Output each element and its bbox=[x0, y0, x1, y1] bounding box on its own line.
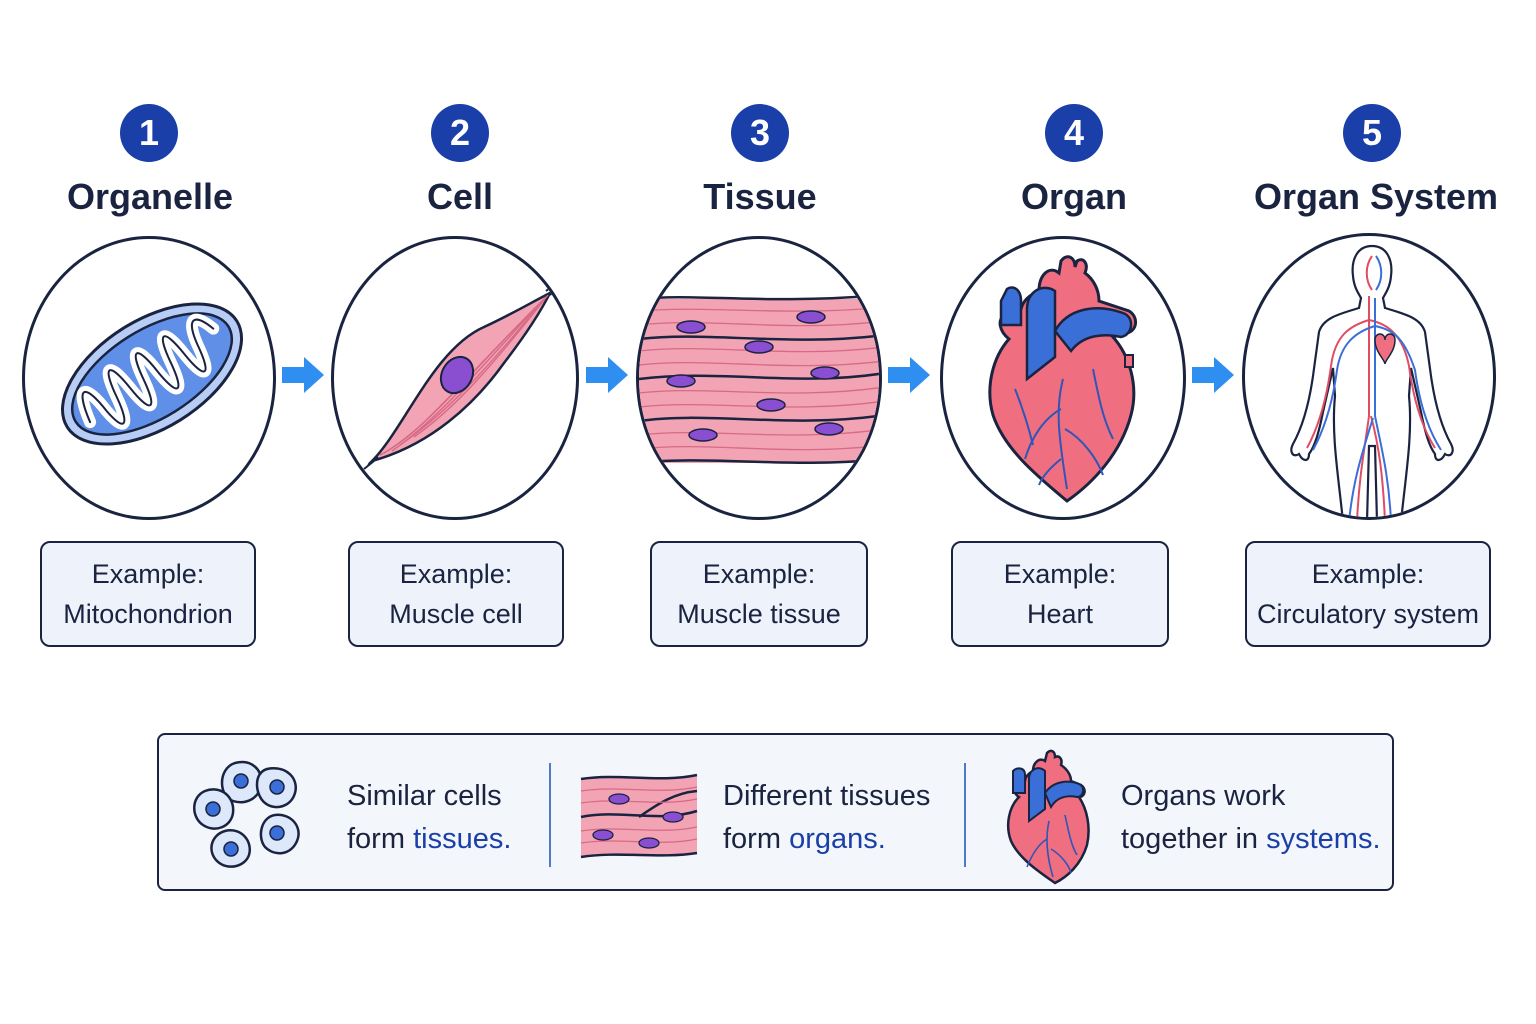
cell-circle bbox=[331, 236, 579, 520]
summary-line: form organs. bbox=[723, 818, 930, 861]
step-number-1: 1 bbox=[120, 104, 178, 162]
example-label: Example: bbox=[1311, 559, 1425, 589]
summary-text-tissues: Different tissues form organs. bbox=[723, 775, 930, 861]
example-value: Heart bbox=[1026, 599, 1094, 629]
example-label: Example: bbox=[1003, 559, 1117, 589]
stage-title-tissue: Tissue bbox=[703, 176, 817, 217]
muscle-cell-icon bbox=[363, 282, 561, 470]
right-arrow-icon bbox=[586, 357, 628, 393]
stage-title-organelle: Organelle bbox=[66, 176, 234, 217]
example-box-cell: Example: Muscle cell bbox=[348, 541, 564, 647]
right-arrow-icon bbox=[282, 357, 324, 393]
summary-line: together in systems. bbox=[1121, 818, 1381, 861]
summary-line: Different tissues bbox=[723, 780, 931, 812]
summary-prefix: together in bbox=[1121, 823, 1267, 855]
heart-icon bbox=[988, 255, 1137, 503]
summary-highlight: systems. bbox=[1266, 823, 1381, 855]
summary-text-cells: Similar cells form tissues. bbox=[347, 775, 511, 861]
small-heart-icon bbox=[1007, 749, 1090, 885]
organ-circle bbox=[940, 236, 1186, 520]
example-box-organ: Example: Heart bbox=[951, 541, 1169, 647]
summary-text-organs: Organs work together in systems. bbox=[1121, 775, 1381, 861]
stage-title-cell: Cell bbox=[426, 176, 494, 217]
example-label: Example: bbox=[91, 559, 205, 589]
example-label: Example: bbox=[702, 559, 816, 589]
cell-cluster-icon bbox=[193, 760, 300, 868]
summary-line: Similar cells bbox=[347, 780, 502, 812]
summary-panel: Similar cells form tissues. Different ti… bbox=[157, 733, 1394, 891]
summary-prefix: form bbox=[723, 823, 790, 855]
step-number-4: 4 bbox=[1045, 104, 1103, 162]
summary-line: form tissues. bbox=[347, 818, 511, 861]
right-arrow-icon bbox=[888, 357, 930, 393]
human-body-icon bbox=[1290, 244, 1454, 517]
step-number-5: 5 bbox=[1343, 104, 1401, 162]
summary-divider bbox=[549, 763, 551, 867]
example-label: Example: bbox=[399, 559, 513, 589]
example-value: Circulatory system bbox=[1256, 599, 1480, 629]
example-box-organelle: Example: Mitochondrion bbox=[40, 541, 256, 647]
tissue-strip-icon bbox=[580, 773, 698, 859]
mitochondrion-icon bbox=[60, 302, 244, 446]
summary-divider bbox=[964, 763, 966, 867]
summary-highlight: tissues. bbox=[413, 823, 512, 855]
organ-system-circle bbox=[1242, 233, 1496, 520]
example-box-tissue: Example: Muscle tissue bbox=[650, 541, 868, 647]
example-value: Mitochondrion bbox=[63, 599, 233, 629]
right-arrow-icon bbox=[1192, 357, 1234, 393]
tissue-circle bbox=[636, 236, 882, 520]
step-number-3: 3 bbox=[731, 104, 789, 162]
muscle-tissue-icon bbox=[639, 294, 879, 465]
organelle-circle bbox=[22, 236, 276, 520]
summary-prefix: form bbox=[347, 823, 414, 855]
stage-title-organ-system: Organ System bbox=[1253, 176, 1499, 217]
summary-line: Organs work bbox=[1121, 780, 1286, 812]
example-value: Muscle cell bbox=[389, 599, 523, 629]
example-box-organ-system: Example: Circulatory system bbox=[1245, 541, 1491, 647]
example-value: Muscle tissue bbox=[677, 599, 841, 629]
step-number-2: 2 bbox=[431, 104, 489, 162]
stage-title-organ: Organ bbox=[1020, 176, 1127, 217]
summary-highlight: organs. bbox=[789, 823, 886, 855]
